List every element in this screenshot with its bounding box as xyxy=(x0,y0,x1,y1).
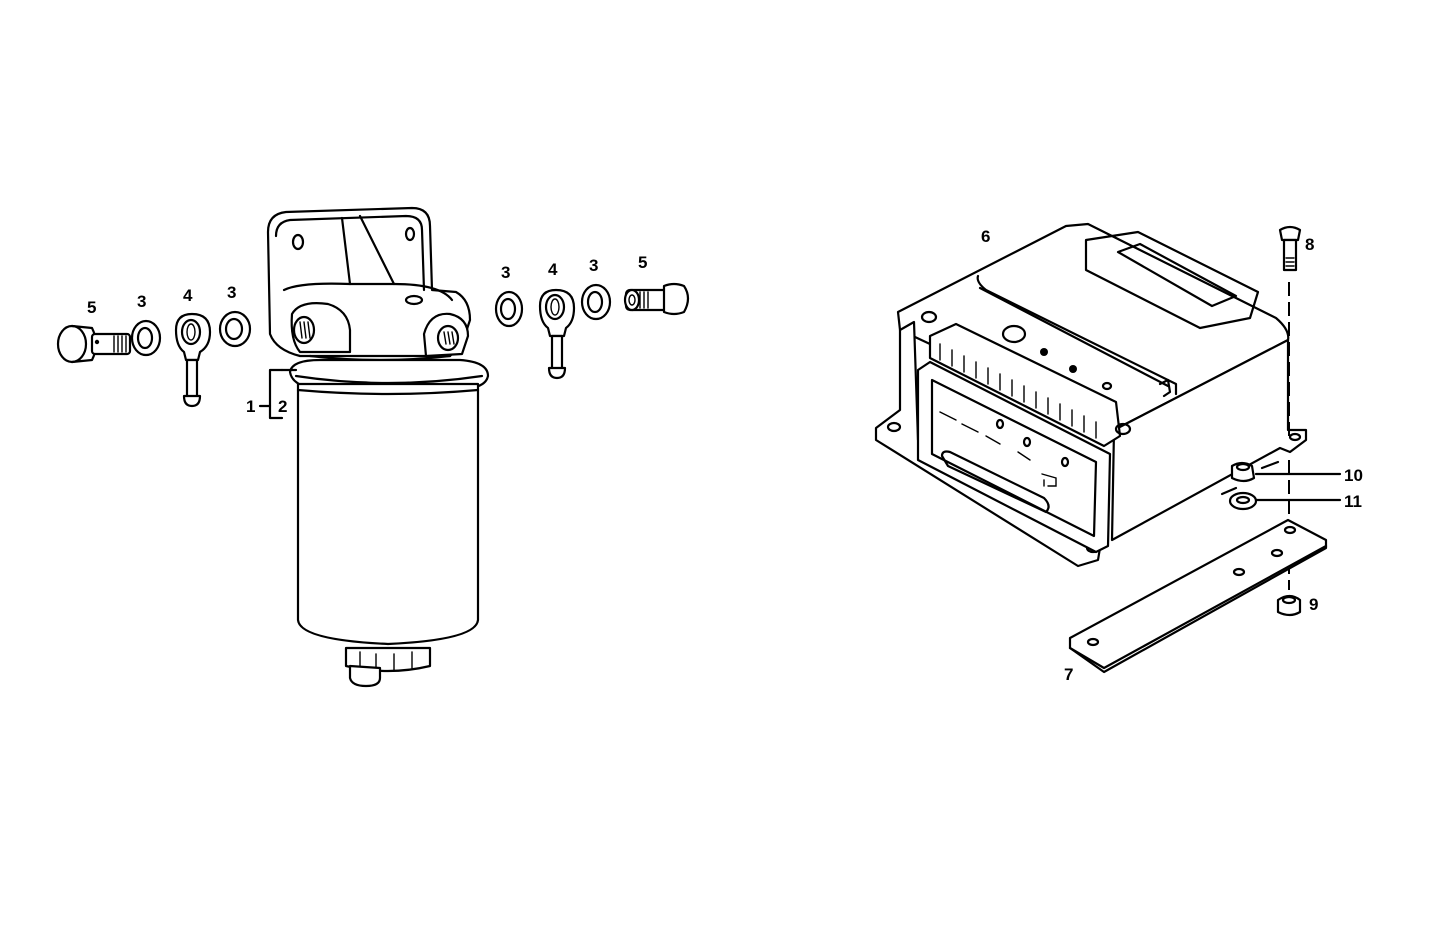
banjo-fitting-left xyxy=(174,312,212,408)
sealing-washer-3 xyxy=(494,290,524,328)
mounting-bracket-7 xyxy=(1068,518,1328,674)
sealing-washer-1 xyxy=(130,319,162,357)
banjo-fitting-right xyxy=(538,288,576,380)
filter-canister xyxy=(288,358,490,688)
callout-9: 9 xyxy=(1309,595,1318,614)
banjo-bolt-right xyxy=(623,282,690,316)
callout-3-right-2: 3 xyxy=(589,256,598,275)
control-unit-housing xyxy=(874,222,1308,568)
fuel-filter-assembly: 5 3 4 3 1 2 3 4 3 5 xyxy=(56,206,690,688)
callout-5-left: 5 xyxy=(87,298,96,317)
callout-2: 2 xyxy=(278,397,287,416)
washer-11 xyxy=(1220,486,1342,511)
sealing-washer-2 xyxy=(218,310,252,348)
control-unit-assembly: 6 8 10 11 9 7 xyxy=(874,222,1363,684)
callout-10: 10 xyxy=(1344,466,1363,485)
banjo-bolt-left xyxy=(56,324,132,364)
terminal-row xyxy=(939,343,1097,439)
callout-8: 8 xyxy=(1305,235,1314,254)
assembly-bracket-1-2 xyxy=(258,368,298,420)
callout-3-left-2: 3 xyxy=(227,283,236,302)
callout-4-left: 4 xyxy=(183,286,193,305)
callout-3-right-1: 3 xyxy=(501,263,510,282)
bolt-8 xyxy=(1278,225,1302,272)
callout-3-left-1: 3 xyxy=(137,292,146,311)
callout-7: 7 xyxy=(1064,665,1073,684)
callout-4-right: 4 xyxy=(548,260,558,279)
nut-9 xyxy=(1276,594,1302,617)
nut-10 xyxy=(1230,460,1342,483)
sealing-washer-4 xyxy=(580,283,612,321)
callout-11: 11 xyxy=(1344,492,1362,511)
callout-5-right: 5 xyxy=(638,253,647,272)
filter-head xyxy=(266,206,472,362)
callout-6: 6 xyxy=(981,227,990,246)
callout-1: 1 xyxy=(246,397,255,416)
